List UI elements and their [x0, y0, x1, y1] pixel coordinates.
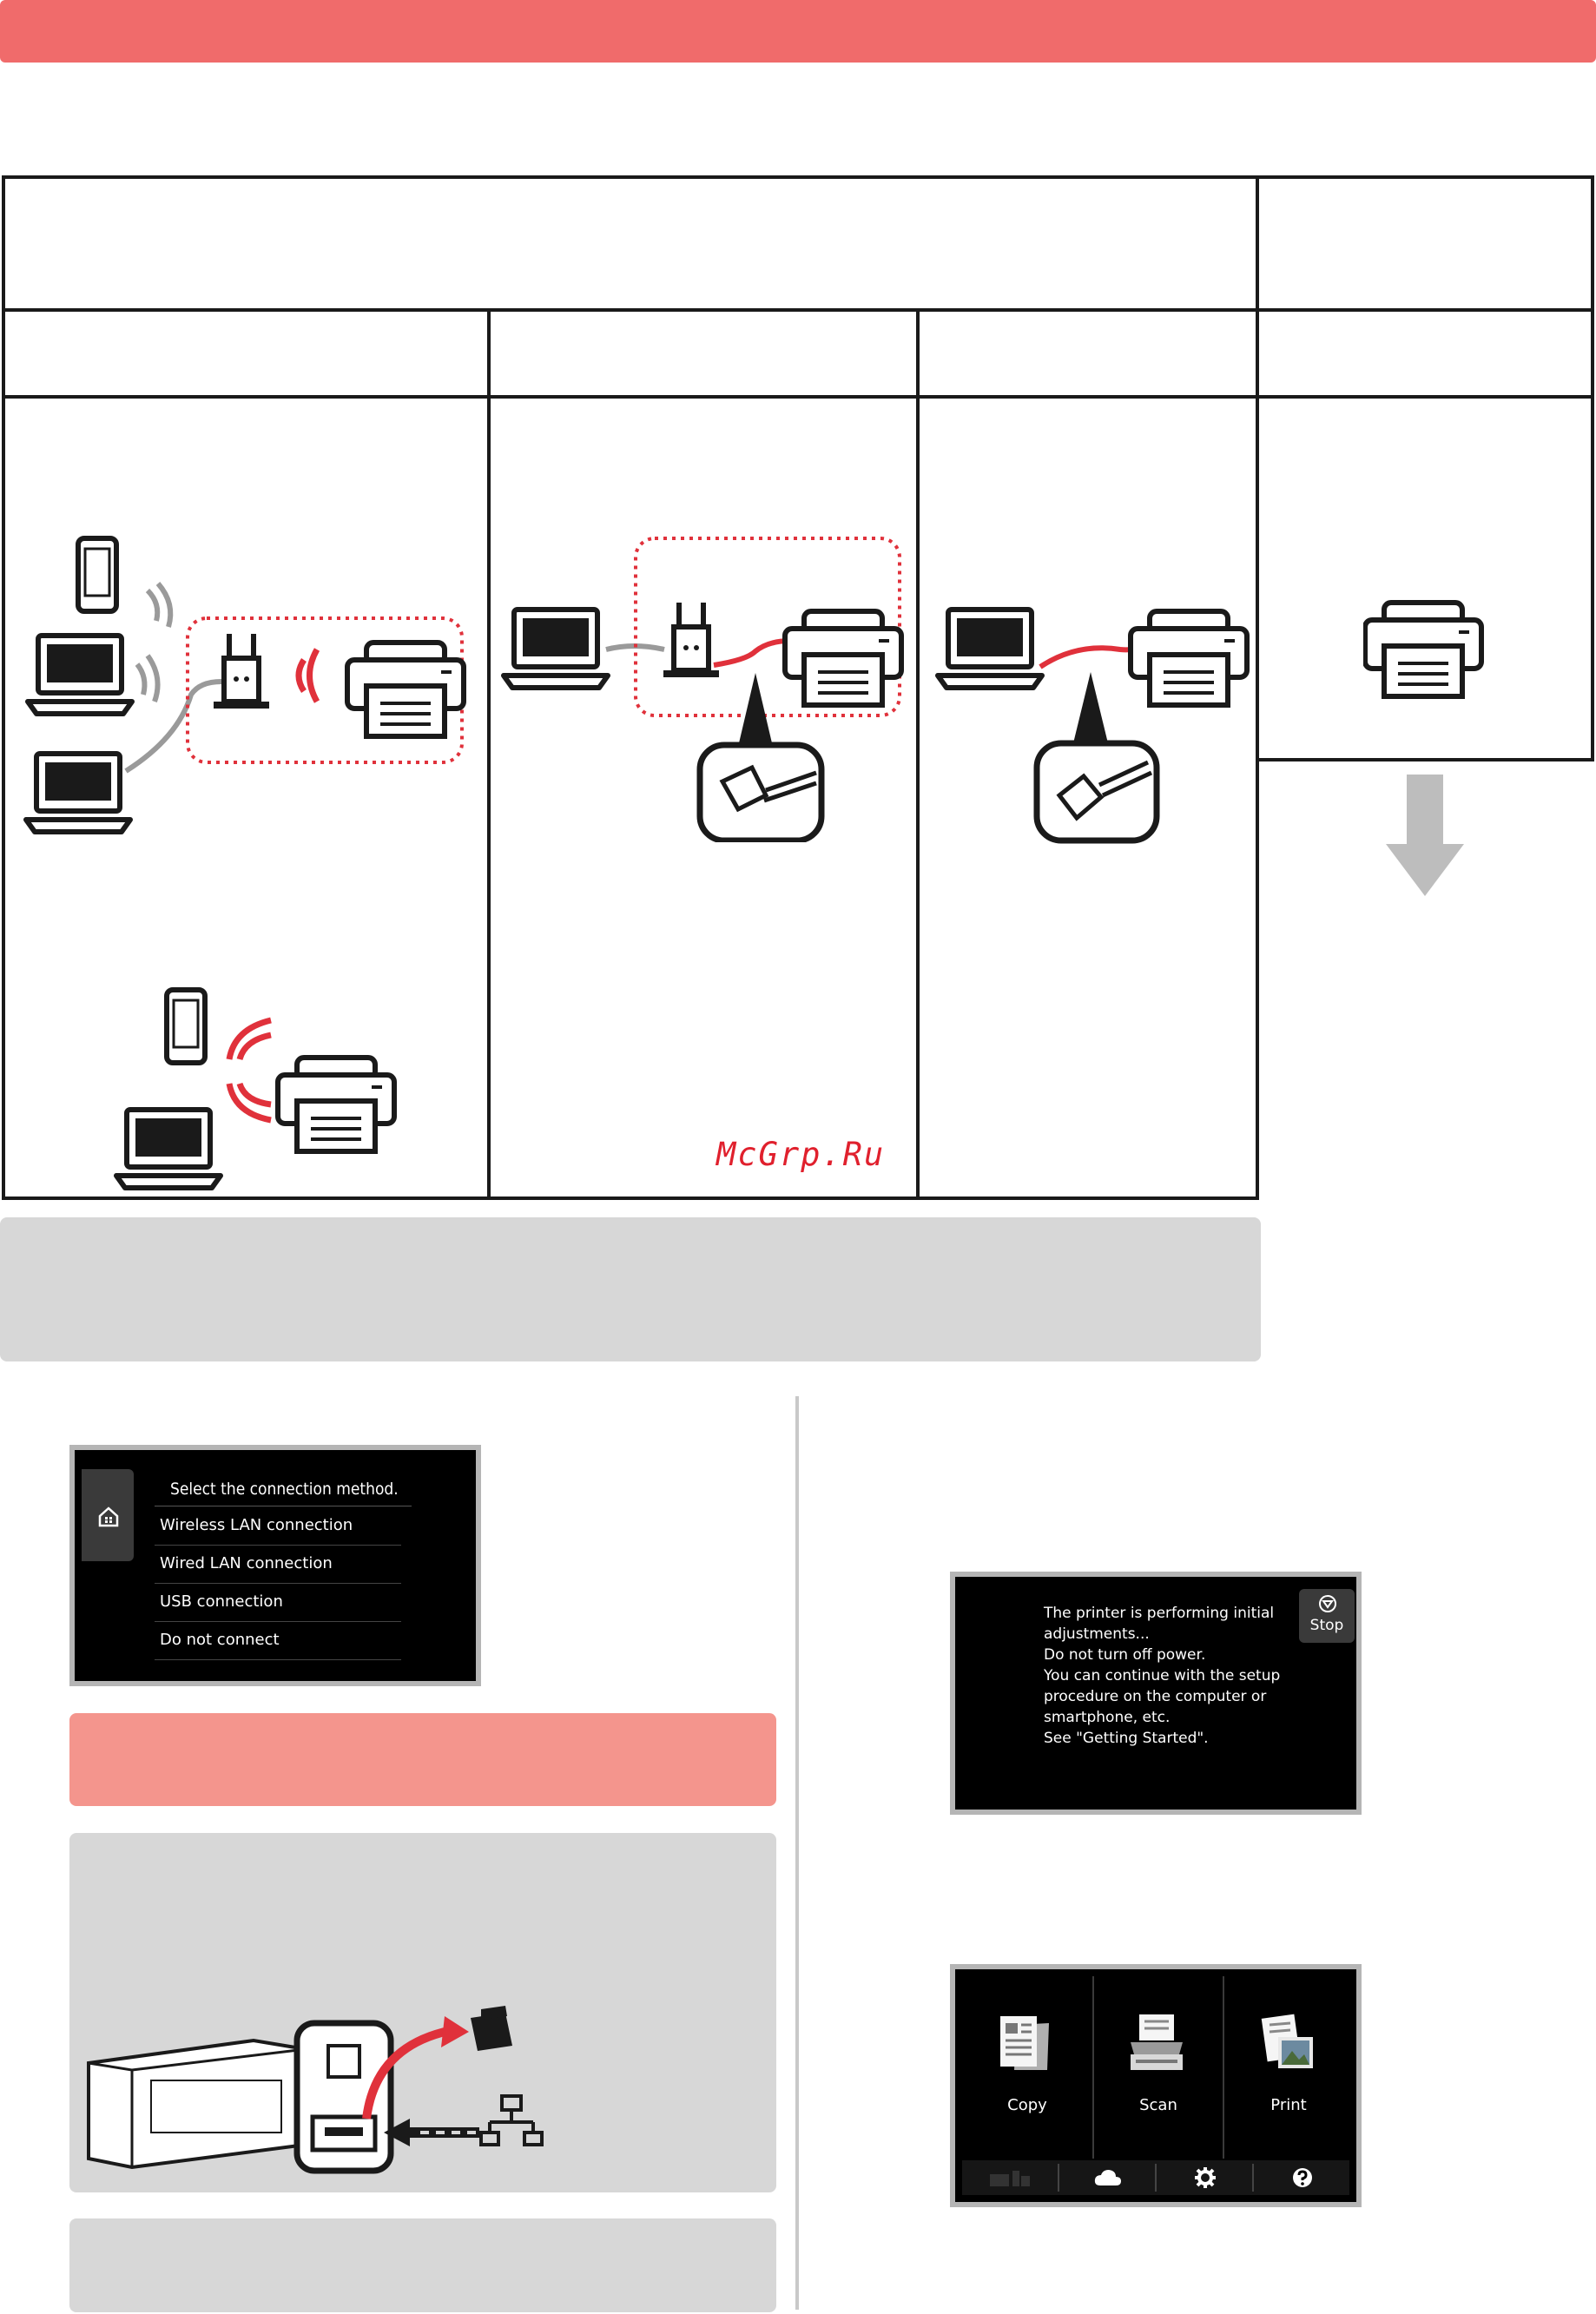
usb-diagram: [929, 590, 1250, 844]
help-button[interactable]: [1254, 2160, 1349, 2195]
copy-icon: [1000, 2016, 1049, 2070]
wired-lan-diagram: [495, 537, 912, 842]
smartphone-icon: [78, 538, 116, 611]
tile-copy[interactable]: Copy: [962, 1976, 1092, 2159]
watermark: McGrp.Ru: [716, 1136, 886, 1173]
wireless-diagram: [17, 521, 469, 1198]
cloud-icon: [1094, 2170, 1121, 2185]
tile-print-label: Print: [1270, 2096, 1307, 2114]
settings-button[interactable]: [1157, 2160, 1252, 2195]
header-banner: [0, 0, 1596, 63]
standalone-printer-diagram: [1363, 599, 1485, 703]
lan-port-illustration: [87, 2006, 544, 2174]
screen-title: Select the connection method.: [170, 1480, 399, 1499]
initial-adjustments-screen: The printer is performing initial adjust…: [950, 1572, 1362, 1815]
home-icon: [98, 1506, 119, 1527]
tile-copy-label: Copy: [1007, 2096, 1047, 2114]
help-icon: [1293, 2168, 1312, 2187]
important-note-box: [69, 1713, 776, 1806]
cloud-button[interactable]: [1059, 2160, 1155, 2195]
note-box: [0, 1217, 1261, 1361]
home-button[interactable]: [82, 1469, 134, 1561]
status-icon: [990, 2171, 1030, 2186]
menu-item-do-not-connect[interactable]: Do not connect: [155, 1622, 401, 1660]
stop-icon: [1319, 1595, 1336, 1612]
bottom-note-box: [69, 2218, 776, 2312]
tile-scan-label: Scan: [1139, 2096, 1177, 2114]
stop-button[interactable]: Stop: [1299, 1589, 1355, 1643]
print-icon: [1261, 2014, 1313, 2068]
home-bottom-bar: [962, 2160, 1349, 2195]
connection-method-screen: Select the connection method. Wireless L…: [69, 1445, 481, 1686]
menu-item-wired-lan[interactable]: Wired LAN connection: [155, 1546, 401, 1584]
tile-scan[interactable]: Scan: [1094, 1976, 1223, 2159]
tile-print[interactable]: Print: [1224, 1976, 1353, 2159]
settings-icon: [1195, 2167, 1216, 2188]
column-divider: [795, 1396, 799, 2310]
menu-item-usb[interactable]: USB connection: [155, 1584, 401, 1622]
status-button[interactable]: [962, 2160, 1058, 2195]
scan-icon: [1131, 2014, 1183, 2070]
stop-label: Stop: [1309, 1617, 1344, 1634]
adjustments-message: The printer is performing initial adjust…: [1044, 1605, 1281, 1747]
down-arrow-icon: [1386, 775, 1464, 896]
home-screen: Copy Scan Print: [950, 1964, 1362, 2207]
menu-item-wireless-lan[interactable]: Wireless LAN connection: [155, 1507, 401, 1546]
